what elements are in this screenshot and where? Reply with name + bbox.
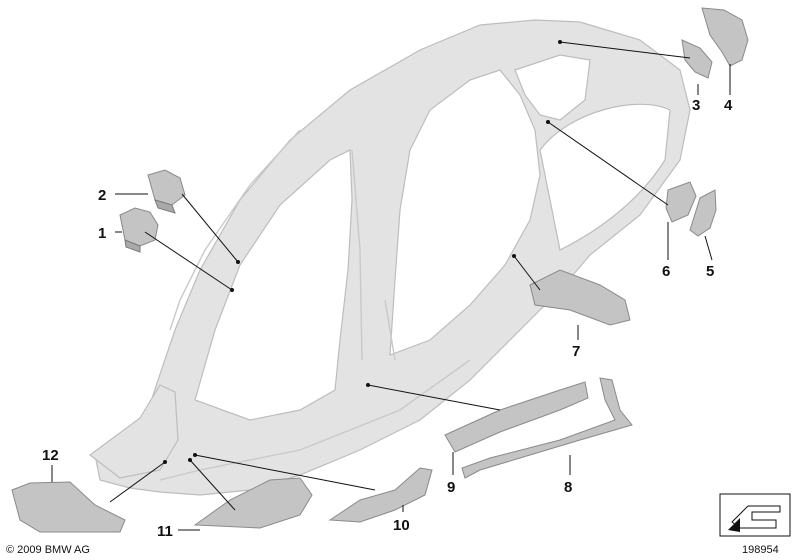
part-11-shape [193,477,313,529]
callout-numbers: 1 2 3 4 5 6 7 8 9 10 11 12 [42,97,733,540]
callout-2: 2 [98,187,106,204]
part-12-shape [11,481,126,533]
callout-1: 1 [98,225,106,242]
callout-10: 10 [393,517,410,534]
part-1-shape [119,207,159,253]
orientation-arrow-icon [719,493,791,537]
callout-5: 5 [706,263,714,280]
part-3-shape [681,39,713,79]
callout-11: 11 [157,523,173,540]
callout-7: 7 [572,343,580,360]
callout-8: 8 [564,479,572,496]
footer: © 2009 BMW AG 198954 [6,544,779,556]
part-10-shape [328,467,433,523]
part-5-shape [689,189,717,237]
part-6-shape [665,181,697,223]
callout-12: 12 [42,447,59,464]
callout-3: 3 [692,97,700,114]
part-4-shape [701,7,749,67]
callout-6: 6 [662,263,670,280]
part-8-shape [461,377,633,479]
diagram-number: 198954 [742,544,779,556]
callout-9: 9 [447,479,455,496]
copyright-text: © 2009 BMW AG [6,544,90,556]
part-9-shape [444,381,589,453]
part-7-shape [529,269,631,326]
leader-lines [51,40,731,531]
part-2-shape [147,169,186,214]
body-side-frame [89,19,691,496]
callout-4: 4 [724,97,733,114]
